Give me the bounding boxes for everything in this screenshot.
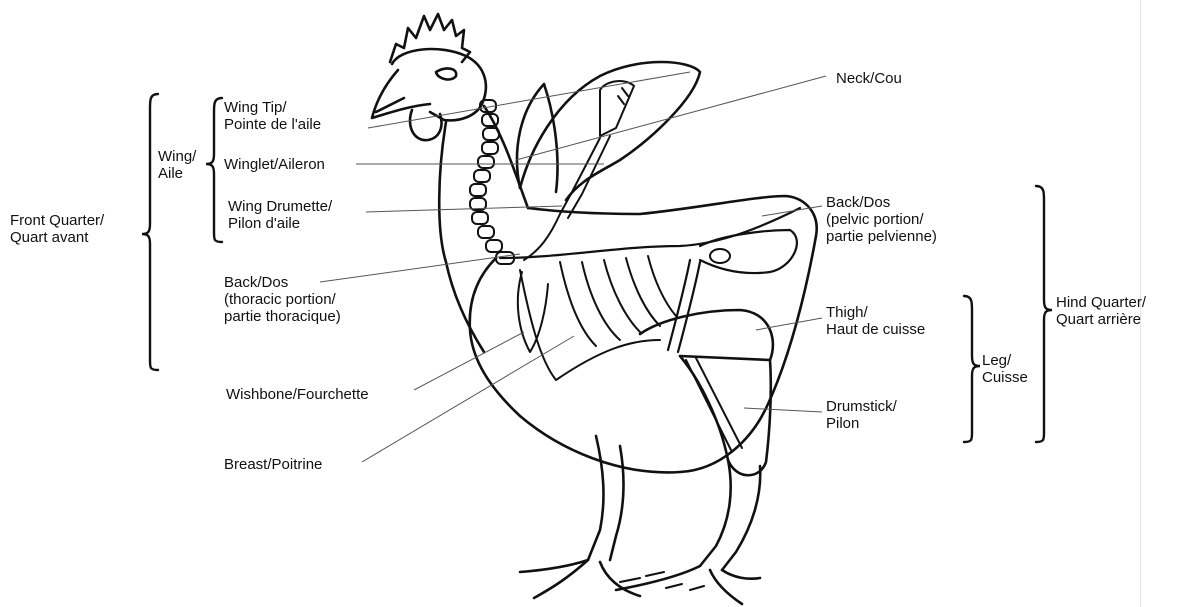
thigh-outline (640, 310, 773, 360)
foot-front (520, 560, 640, 598)
eye-outline (436, 69, 456, 80)
label-neck: Neck/Cou (836, 70, 902, 87)
neck-vertebrae (470, 100, 514, 264)
label-wishbone: Wishbone/Fourchette (226, 386, 369, 403)
pelvis (700, 230, 797, 273)
femur (668, 260, 700, 352)
tibia (686, 358, 742, 452)
brace-wing (206, 98, 222, 242)
label-hind-quarter: Hind Quarter/ Quart arrière (1056, 294, 1146, 328)
label-wing: Wing/ Aile (158, 148, 196, 182)
wing-bones (524, 81, 634, 260)
ribs (560, 256, 676, 346)
label-leg: Leg/ Cuisse (982, 352, 1028, 386)
label-wing-tip: Wing Tip/ Pointe de l'aile (224, 99, 321, 133)
brace-leg (964, 296, 980, 442)
leg-back (700, 460, 760, 570)
brace-front-quarter (142, 94, 158, 370)
leg-front (588, 436, 623, 560)
label-thigh: Thigh/ Haut de cuisse (826, 304, 925, 338)
label-back-pelvic: Back/Dos (pelvic portion/ partie pelvien… (826, 194, 937, 245)
foot-back (616, 566, 760, 604)
beak-outline (372, 70, 430, 118)
label-breast: Breast/Poitrine (224, 456, 322, 473)
label-back-thoracic: Back/Dos (thoracic portion/ partie thora… (224, 274, 341, 325)
leader-lines (320, 72, 826, 462)
brace-hind-quarter (1036, 186, 1052, 442)
label-drumstick: Drumstick/ Pilon (826, 398, 897, 432)
label-winglet: Winglet/Aileron (224, 156, 325, 173)
neck-front-outline (439, 122, 484, 352)
label-wing-drumette: Wing Drumette/ Pilon d'aile (228, 198, 332, 232)
label-front-quarter: Front Quarter/ Quart avant (10, 212, 104, 246)
